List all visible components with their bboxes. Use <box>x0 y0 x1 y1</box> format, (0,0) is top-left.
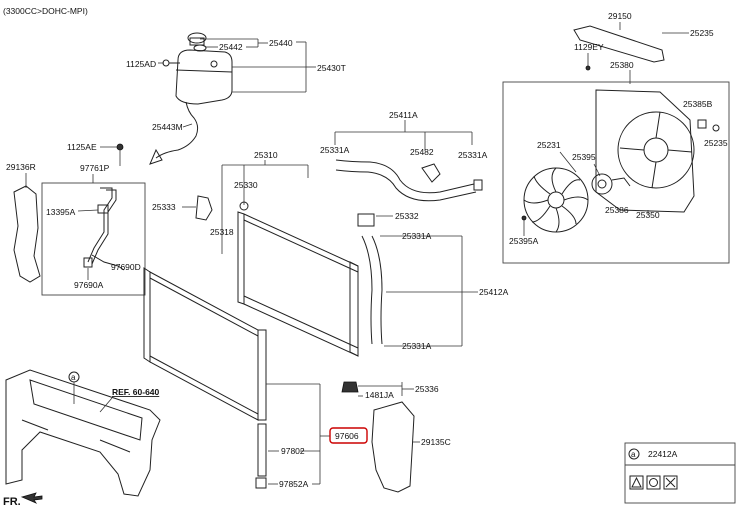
ref-label[interactable]: REF. 60-640 <box>112 387 160 397</box>
shroud-29150 <box>573 25 665 63</box>
clip-25482 <box>421 163 441 183</box>
label-13395A: 13395A <box>46 207 76 217</box>
label-25412A: 25412A <box>479 287 509 297</box>
label-25235-top: 25235 <box>690 28 714 38</box>
upper-hose-25411A <box>335 159 475 194</box>
label-97761P: 97761P <box>80 163 110 173</box>
label-25482: 25482 <box>410 147 434 157</box>
reservoir-assembly <box>149 32 233 165</box>
label-29135C: 29135C <box>421 437 451 447</box>
label-25333: 25333 <box>152 202 176 212</box>
hose-detail-box <box>41 182 146 296</box>
label-25350: 25350 <box>636 210 660 220</box>
fan-motor-25386 <box>591 173 631 195</box>
legend-callout-a: a <box>631 450 636 459</box>
label-25331A-upper-right: 25331A <box>458 150 488 160</box>
label-25380: 25380 <box>610 60 634 70</box>
label-25411A: 25411A <box>389 110 418 120</box>
label-25336: 25336 <box>415 384 439 394</box>
label-29136R: 29136R <box>6 162 36 172</box>
label-25332: 25332 <box>395 211 419 221</box>
air-guard-29135C <box>371 401 415 493</box>
engine-spec-label: (3300CC>DOHC-MPI) <box>3 6 88 16</box>
callout-a: a <box>71 373 76 382</box>
label-25310: 25310 <box>254 150 278 160</box>
front-direction-label: FR. <box>3 496 21 508</box>
label-97690D: 97690D <box>111 262 141 272</box>
ac-hose <box>83 187 125 271</box>
label-29150: 29150 <box>608 11 632 21</box>
label-1481JA: 1481JA <box>365 390 394 400</box>
label-97690A: 97690A <box>74 280 104 290</box>
label-1125AE: 1125AE <box>67 142 97 152</box>
label-25443M: 25443M <box>152 122 183 132</box>
label-97802: 97802 <box>281 446 305 456</box>
fan-detail-box <box>502 81 730 264</box>
drier-97802 <box>257 423 267 477</box>
condenser <box>143 267 267 421</box>
highlight-97606-box <box>329 427 368 444</box>
label-25430T: 25430T <box>317 63 346 73</box>
label-25386: 25386 <box>605 205 629 215</box>
warning-label-icon <box>629 475 678 490</box>
label-1125AD: 1125AD <box>126 59 156 69</box>
label-97606[interactable]: 97606 <box>335 431 359 441</box>
fan-shroud-25350 <box>595 89 695 213</box>
legend-part-number: 22412A <box>648 449 678 459</box>
lower-hose-25412A <box>361 235 373 345</box>
front-arrow-icon <box>20 492 43 504</box>
label-25318: 25318 <box>210 227 234 237</box>
label-25442: 25442 <box>219 42 243 52</box>
label-25330: 25330 <box>234 180 258 190</box>
label-25331A-upper-left: 25331A <box>320 145 350 155</box>
label-25440: 25440 <box>269 38 293 48</box>
front-carrier <box>5 369 161 497</box>
legend-box <box>624 442 736 504</box>
label-25395: 25395 <box>572 152 596 162</box>
label-25385B: 25385B <box>683 99 713 109</box>
bracket-25333 <box>195 195 213 221</box>
mount-25336 <box>341 381 359 393</box>
label-1129EY: 1129EY <box>574 42 604 52</box>
fan-blade-25231 <box>523 167 589 233</box>
label-25231: 25231 <box>537 140 561 150</box>
part-25332 <box>357 213 375 227</box>
label-25395A: 25395A <box>509 236 539 246</box>
radiator <box>237 211 359 357</box>
label-25235-right: 25235 <box>704 138 728 148</box>
label-97852A: 97852A <box>279 479 309 489</box>
air-guard-29136R <box>13 185 41 283</box>
